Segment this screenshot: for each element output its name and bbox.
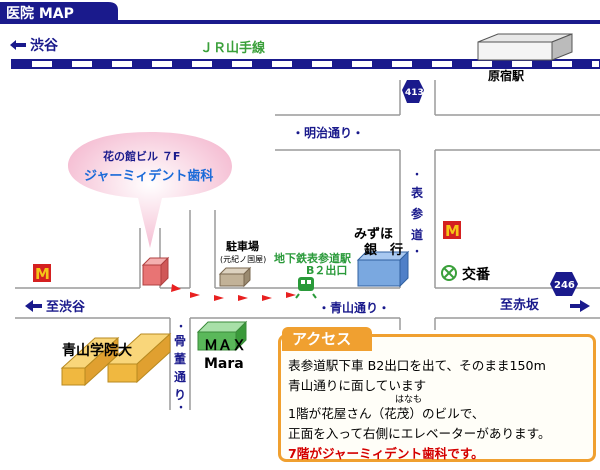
to-akasaka-arrow xyxy=(570,300,590,312)
parking-label-1: 駐車場 xyxy=(226,239,259,253)
kotto-char-2: 董 xyxy=(174,351,186,366)
max-mara-label-1: ＭＡＸ xyxy=(204,338,246,354)
to-akasaka-label: 至赤坂 xyxy=(500,297,540,313)
mizuho-bank-building xyxy=(356,250,410,288)
max-mara-label-2: Mara xyxy=(204,356,244,372)
train-icon xyxy=(295,277,317,299)
parking-label-2: (元紀ノ国屋) xyxy=(220,254,266,264)
svg-text:・: ・ xyxy=(176,403,186,414)
access-line-2: 青山通りに面しています xyxy=(288,378,427,393)
harajuku-label: 原宿駅 xyxy=(488,68,525,83)
max-mara-building xyxy=(196,320,248,352)
access-line-3: 1階が花屋さん（花茂）のビルで、 xyxy=(288,406,485,421)
access-line-4: 正面を入って右側にエレベーターがあります。 xyxy=(288,426,551,441)
access-highlight: 7階がジャーミィデント歯科です。 xyxy=(288,446,484,461)
route-413-marker xyxy=(402,80,424,103)
aoyama-gakuin-label: 青山学院大 xyxy=(62,342,132,359)
jr-railway-label: ＪＲ山手線 xyxy=(200,40,266,56)
omotesando-char-3: 道 xyxy=(411,227,423,242)
to-shibuya-label: 至渋谷 xyxy=(46,299,86,315)
meiji-dori-label: ・明治通り・ xyxy=(292,125,364,140)
aoyama-gakuin-building xyxy=(60,332,172,387)
header-bar xyxy=(0,2,600,24)
walking-route xyxy=(171,284,296,301)
parking-building xyxy=(218,266,252,288)
shibuya-top-label: 渋谷 xyxy=(30,37,59,54)
svg-text:・: ・ xyxy=(412,170,422,181)
header-title: 医院 MAP xyxy=(6,5,74,22)
route-246-label: 246 xyxy=(554,280,575,291)
mcdonalds-icon: M xyxy=(33,264,51,283)
clinic-callout-bubble xyxy=(68,132,232,248)
mcdonalds-icon: M xyxy=(443,221,461,240)
access-box xyxy=(278,334,596,462)
clinic-building xyxy=(141,256,170,287)
access-ruby: はなも xyxy=(395,395,423,405)
svg-text:M: M xyxy=(35,265,50,283)
police-box-label: 交番 xyxy=(462,266,491,283)
access-title: アクセス xyxy=(282,327,372,351)
mizuho-label-2: 銀 行 xyxy=(364,242,403,258)
kotto-char-4: り xyxy=(174,388,186,402)
kotto-char-3: 通 xyxy=(174,369,186,384)
omotesando-char-1: 表 xyxy=(410,185,424,200)
mizuho-label-1: みずほ xyxy=(354,226,393,242)
kotto-dori-vertical-label: ・ 骨 董 通 り ・ xyxy=(174,322,186,414)
omotesando-vertical-label: ・ 表 参 道 ・ xyxy=(410,170,424,258)
to-shibuya-arrow xyxy=(25,300,42,312)
svg-text:M: M xyxy=(445,222,460,240)
omotesando-char-2: 参 xyxy=(411,206,424,221)
harajuku-station xyxy=(477,33,573,61)
route-413-label: 413 xyxy=(405,88,424,98)
kotto-char-1: 骨 xyxy=(174,334,186,348)
route-246-marker xyxy=(550,272,578,296)
aoyama-dori-label: ・青山通り・ xyxy=(318,300,390,315)
to-shibuya-top-arrow xyxy=(10,40,26,50)
svg-text:・: ・ xyxy=(176,322,186,333)
svg-text:・: ・ xyxy=(412,247,422,258)
subway-station-label-1: 地下鉄表参道駅 xyxy=(274,251,351,265)
access-line-1: 表参道駅下車 B2出口を出て、そのまま150m xyxy=(288,358,546,373)
subway-station-label-2: B２出口 xyxy=(306,263,347,277)
police-box-icon xyxy=(441,265,457,281)
bubble-clinic-label: ジャーミィデント歯科 xyxy=(84,168,213,184)
bubble-building-label: 花の館ビル ７F xyxy=(103,149,180,163)
access-text: 表参道駅下車 B2出口を出て、そのまま150m 青山通りに面しています 1階が花… xyxy=(288,356,593,464)
jr-railway xyxy=(11,59,600,69)
